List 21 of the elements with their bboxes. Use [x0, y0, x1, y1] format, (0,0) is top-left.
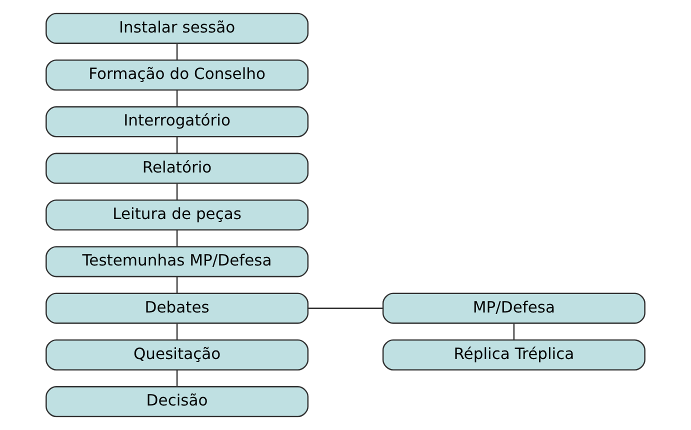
- connector: [176, 324, 178, 340]
- node-box: Decisão: [46, 386, 309, 418]
- node-box: Interrogatório: [46, 106, 309, 138]
- connector: [176, 370, 178, 387]
- connector: [176, 276, 178, 294]
- node-box: Testemunhas MP/Defesa: [46, 246, 309, 278]
- connector: [308, 308, 383, 309]
- node-box: Debates: [46, 292, 309, 324]
- connector: [176, 184, 178, 200]
- connector: [176, 90, 178, 107]
- node-box: Instalar sessão: [46, 12, 309, 44]
- node-box: Quesitação: [46, 339, 309, 370]
- connector: [176, 136, 178, 154]
- node-box: Relatório: [46, 152, 309, 184]
- node-box: Leitura de peças: [46, 199, 309, 231]
- node-box: Formação do Conselho: [46, 60, 309, 91]
- node-box: Réplica Tréplica: [382, 339, 646, 370]
- connector: [176, 230, 178, 247]
- node-box: MP/Defesa: [382, 292, 646, 324]
- connector: [513, 324, 515, 340]
- connector: [176, 44, 178, 60]
